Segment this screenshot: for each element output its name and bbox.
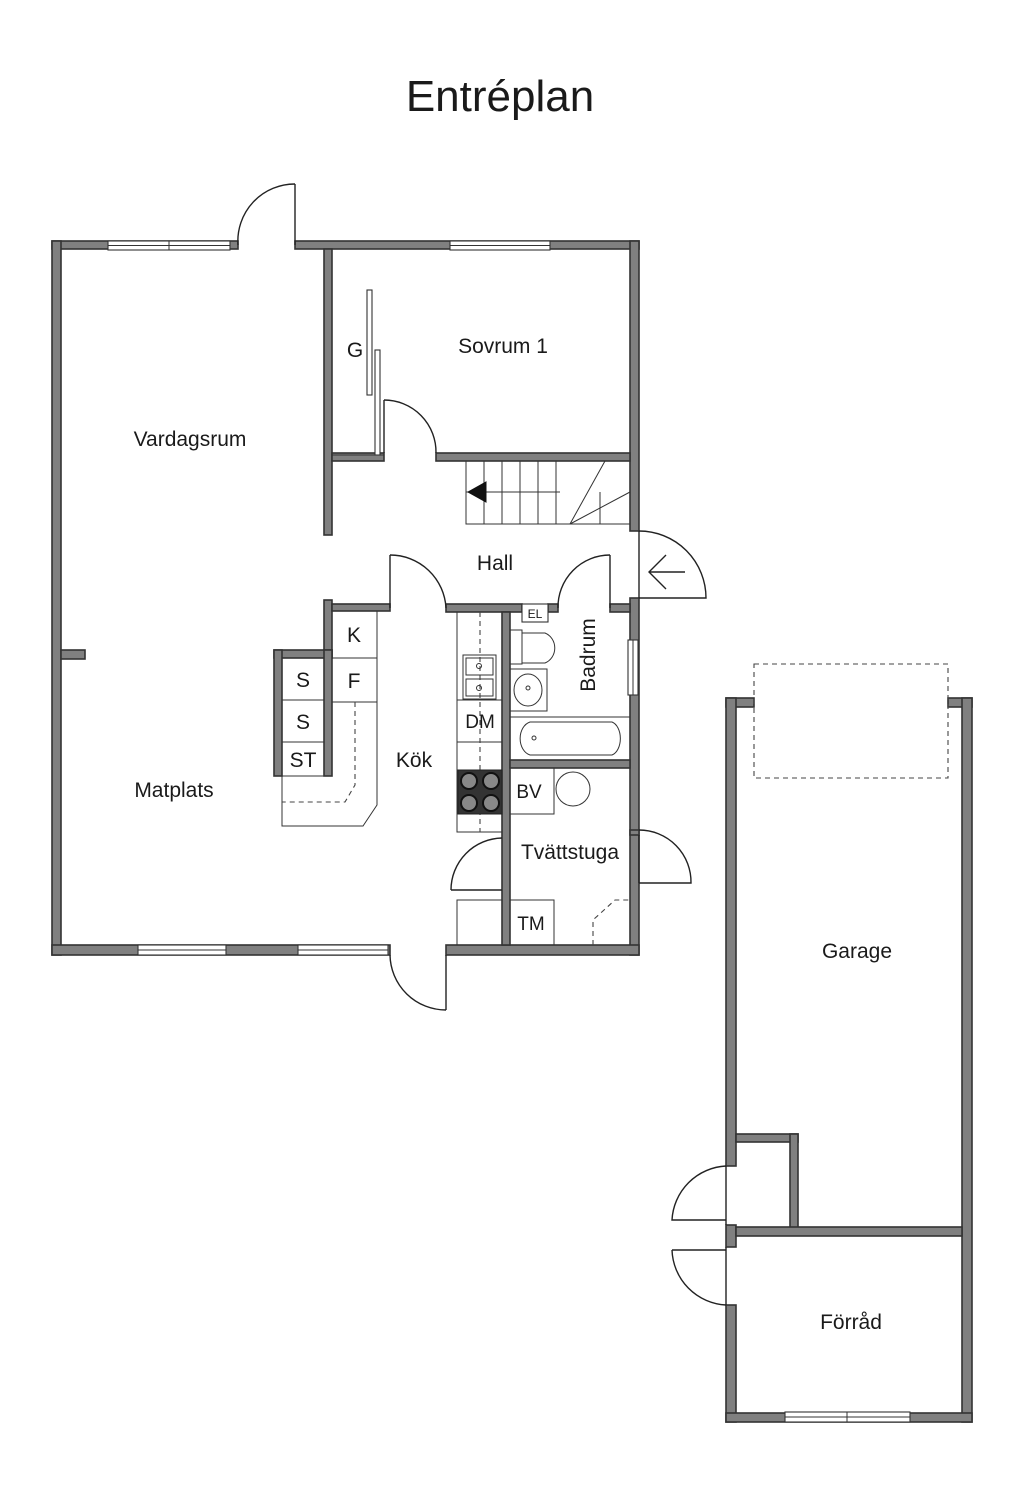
label-dm: DM (465, 712, 495, 733)
label-tm: TM (517, 914, 544, 935)
bathroom-fixtures (509, 629, 631, 761)
label-f: F (348, 670, 361, 693)
wardrobe-sliding-door (332, 289, 384, 456)
label-kok: Kök (396, 749, 433, 772)
door-laundry-left (450, 837, 503, 891)
label-badrum: Badrum (577, 618, 600, 692)
label-hall: Hall (477, 552, 513, 575)
door-top (237, 183, 296, 246)
door-kitchen (389, 554, 447, 609)
label-matplats: Matplats (134, 779, 213, 802)
label-el: EL (528, 607, 543, 621)
label-sovrum: Sovrum 1 (458, 335, 548, 358)
house-windows (107, 240, 639, 956)
label-forrad: Förråd (820, 1311, 882, 1334)
label-s1: S (296, 669, 310, 692)
label-st: ST (290, 749, 317, 772)
kitchen-fixtures (273, 610, 503, 833)
label-bv: BV (516, 782, 542, 803)
door-main-entrance[interactable] (638, 530, 707, 599)
electric-panel (521, 603, 549, 623)
storage-window (784, 1411, 911, 1423)
door-bathroom (557, 554, 611, 609)
garage-door-outline (753, 663, 949, 779)
label-garage: Garage (822, 940, 892, 963)
laundry-fixtures (456, 767, 630, 946)
door-storage-side (671, 1247, 727, 1306)
label-tvattstuga: Tvättstuga (521, 841, 619, 864)
label-vardagsrum: Vardagsrum (134, 428, 247, 451)
label-s2: S (296, 711, 310, 734)
label-k: K (347, 624, 361, 647)
plan-title: Entréplan (406, 72, 594, 121)
door-bedroom (383, 399, 437, 454)
stairs (465, 460, 631, 525)
label-wardrobe: G (347, 339, 363, 362)
door-bottom (389, 954, 447, 1011)
door-garage-side (671, 1165, 727, 1225)
door-laundry-right (638, 829, 692, 884)
